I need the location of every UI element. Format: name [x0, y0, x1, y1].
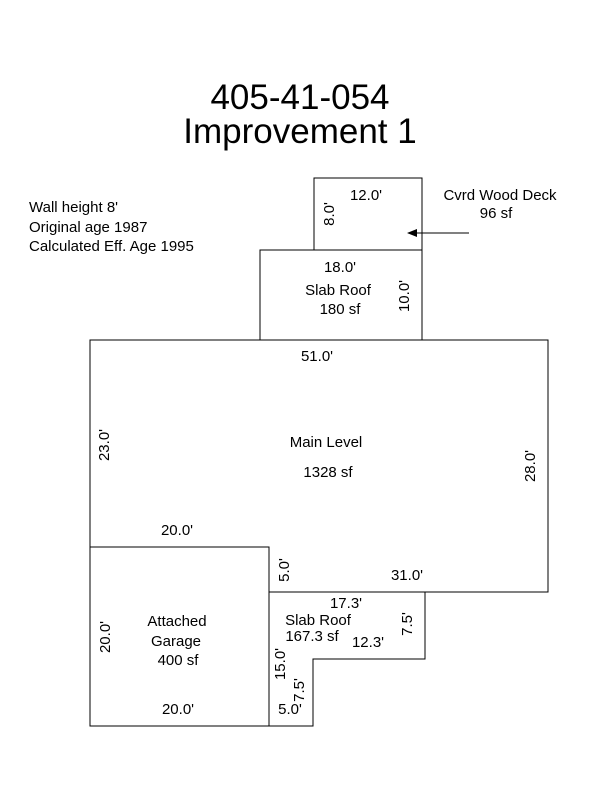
slab-roof-bottom-right-dimension: 7.5' [399, 612, 416, 636]
slab-roof-top-area: 180 sf [320, 301, 362, 318]
main-top-dimension: 51.0' [301, 348, 333, 365]
deck-name-label: Cvrd Wood Deck [443, 187, 557, 204]
garage-side-dimension: 20.0' [97, 621, 114, 653]
deck-area-label: 96 sf [480, 205, 513, 222]
improvement-title: Improvement 1 [183, 112, 417, 151]
slab-roof-top-side-dimension: 10.0' [396, 280, 413, 312]
slab-roof-top-dimension: 18.0' [324, 259, 356, 276]
slab-roof-bottom-bottom-dimension: 5.0' [278, 701, 302, 718]
slab-roof-top-name: Slab Roof [305, 282, 372, 299]
main-step-dimension: 5.0' [276, 558, 293, 582]
garage-name-line2: Garage [151, 633, 201, 650]
garage-name-line1: Attached [147, 613, 206, 630]
deck-top-dimension: 12.0' [350, 187, 382, 204]
effective-age-note: Calculated Eff. Age 1995 [29, 238, 194, 255]
deck-side-dimension: 8.0' [321, 202, 338, 226]
slab-roof-bottom-outline [268, 591, 426, 727]
slab-roof-bottom-step-dimension: 7.5' [291, 678, 308, 702]
slab-roof-bottom-name: Slab Roof [285, 612, 352, 629]
original-age-note: Original age 1987 [29, 219, 148, 236]
main-level-name: Main Level [290, 434, 363, 451]
parcel-number-title: 405-41-054 [210, 78, 390, 117]
main-left-dimension: 23.0' [96, 429, 113, 461]
slab-roof-bottom-inner-dimension: 12.3' [352, 634, 384, 651]
main-bottom-right-dimension: 31.0' [391, 567, 423, 584]
slab-roof-bottom-area: 167.3 sf [285, 628, 339, 645]
wall-height-note: Wall height 8' [29, 199, 119, 216]
garage-area: 400 sf [158, 652, 200, 669]
garage-bottom-dimension: 20.0' [162, 701, 194, 718]
main-level-area: 1328 sf [303, 464, 353, 481]
main-bottom-left-dimension: 20.0' [161, 522, 193, 539]
slab-roof-bottom-left-dimension: 15.0' [272, 648, 289, 680]
slab-roof-bottom-top-dimension: 17.3' [330, 595, 362, 612]
main-right-dimension: 28.0' [522, 450, 539, 482]
